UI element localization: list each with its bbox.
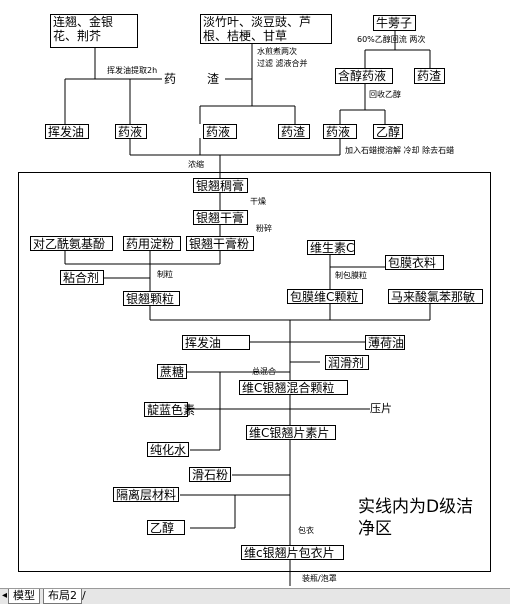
- tab-scroll-arrows[interactable]: ◂: [2, 590, 8, 601]
- note-dry: 干燥: [250, 197, 266, 206]
- note-volatile-extraction: 挥发油提取2h: [107, 66, 158, 75]
- lubricant-box: 润滑剂: [325, 355, 369, 370]
- coated-vc-granules-box: 包膜维C颗粒: [287, 289, 363, 304]
- coated-tablet-box: 维c银翘片包衣片: [241, 545, 344, 560]
- note-recover-ethanol: 回收乙醇: [369, 90, 401, 99]
- residue-box-right: 药渣: [414, 68, 445, 84]
- talc-powder-box: 滑石粉: [189, 467, 231, 482]
- binder-box: 粘合剂: [60, 270, 104, 285]
- thick-paste-box: 银翘稠膏: [193, 178, 248, 193]
- note-water-decoction: 水煎煮两次: [257, 47, 297, 56]
- note-packaging: 装瓶/泡罩: [302, 574, 337, 583]
- volatile-oil-box-top: 挥发油: [45, 124, 89, 139]
- tab-model[interactable]: 模型: [8, 589, 40, 604]
- ethanol-box-top: 乙醇: [373, 124, 403, 139]
- residue-box-left-a: 药: [162, 72, 202, 87]
- vitamin-c-box: 维生素C: [307, 240, 355, 255]
- material-box-niubangzi: 牛蒡子: [373, 15, 416, 31]
- note-paraffin: 加入石蜡搅溶解 冷却 除去石蜡: [345, 146, 455, 155]
- tab-layout2[interactable]: 布局2: [43, 589, 82, 604]
- isolation-layer-box: 隔离层材料: [113, 487, 179, 502]
- note-grind: 粉碎: [256, 224, 272, 233]
- note-ethanol-reflux: 60%乙醇回流 两次: [357, 35, 426, 44]
- dry-paste-box: 银翘干膏: [193, 210, 248, 225]
- extract-liquid-box-1: 药液: [115, 124, 147, 139]
- note-coating: 包衣: [298, 526, 314, 535]
- coating-material-box: 包膜衣料: [385, 255, 444, 270]
- indigo-pigment-box: 靛蓝色素: [144, 402, 195, 417]
- clean-area-label: 实线内为D级洁净区: [358, 497, 474, 539]
- alcohol-extract-box: 含醇药液: [335, 68, 393, 84]
- note-tablet-press: 压片: [370, 402, 392, 415]
- sucrose-box: 蔗糖: [157, 364, 187, 379]
- mixed-granules-box: 维C银翘混合颗粒: [239, 380, 348, 395]
- note-coat-granules: 制包膜粒: [335, 271, 367, 280]
- dry-paste-powder-box: 银翘干膏粉: [186, 236, 254, 251]
- extract-liquid-box-3: 药液: [323, 124, 357, 139]
- paracetamol-box: 对乙酰氨基酚: [30, 236, 113, 251]
- layout-tab-bar: ◂ 模型 布局2 /: [0, 588, 510, 604]
- note-concentrate: 浓缩: [188, 160, 204, 169]
- peppermint-oil-box: 薄荷油: [365, 335, 405, 350]
- volatile-oil-box: 挥发油: [182, 335, 250, 350]
- note-filtration: 过滤 滤液合并: [257, 59, 308, 68]
- ethanol-box: 乙醇: [147, 520, 185, 535]
- flow-lines: [18, 30, 491, 586]
- material-box-danzhuye-group: 淡竹叶、淡豆豉、芦根、桔梗、甘草: [200, 14, 332, 44]
- extract-liquid-box-2: 药液: [203, 124, 237, 139]
- tab-separator-icon: /: [82, 589, 86, 602]
- note-total-mix: 总混合: [252, 367, 276, 376]
- residue-box-middle: 药渣: [278, 124, 310, 139]
- residue-box-left-b: 渣: [205, 72, 225, 87]
- starch-box: 药用淀粉: [123, 236, 181, 251]
- clean-area-border: [18, 172, 491, 572]
- chlorphenamine-box: 马来酸氯苯那敏: [388, 289, 483, 304]
- yinqiao-granules-box: 银翘颗粒: [123, 291, 180, 306]
- material-box-lianqiao-jinyinhua-jingjie: 连翘、金银花、荆芥: [50, 14, 138, 48]
- note-granulate: 制粒: [157, 270, 173, 279]
- plain-tablet-box: 维C银翘片素片: [246, 425, 336, 440]
- purified-water-box: 纯化水: [147, 442, 189, 457]
